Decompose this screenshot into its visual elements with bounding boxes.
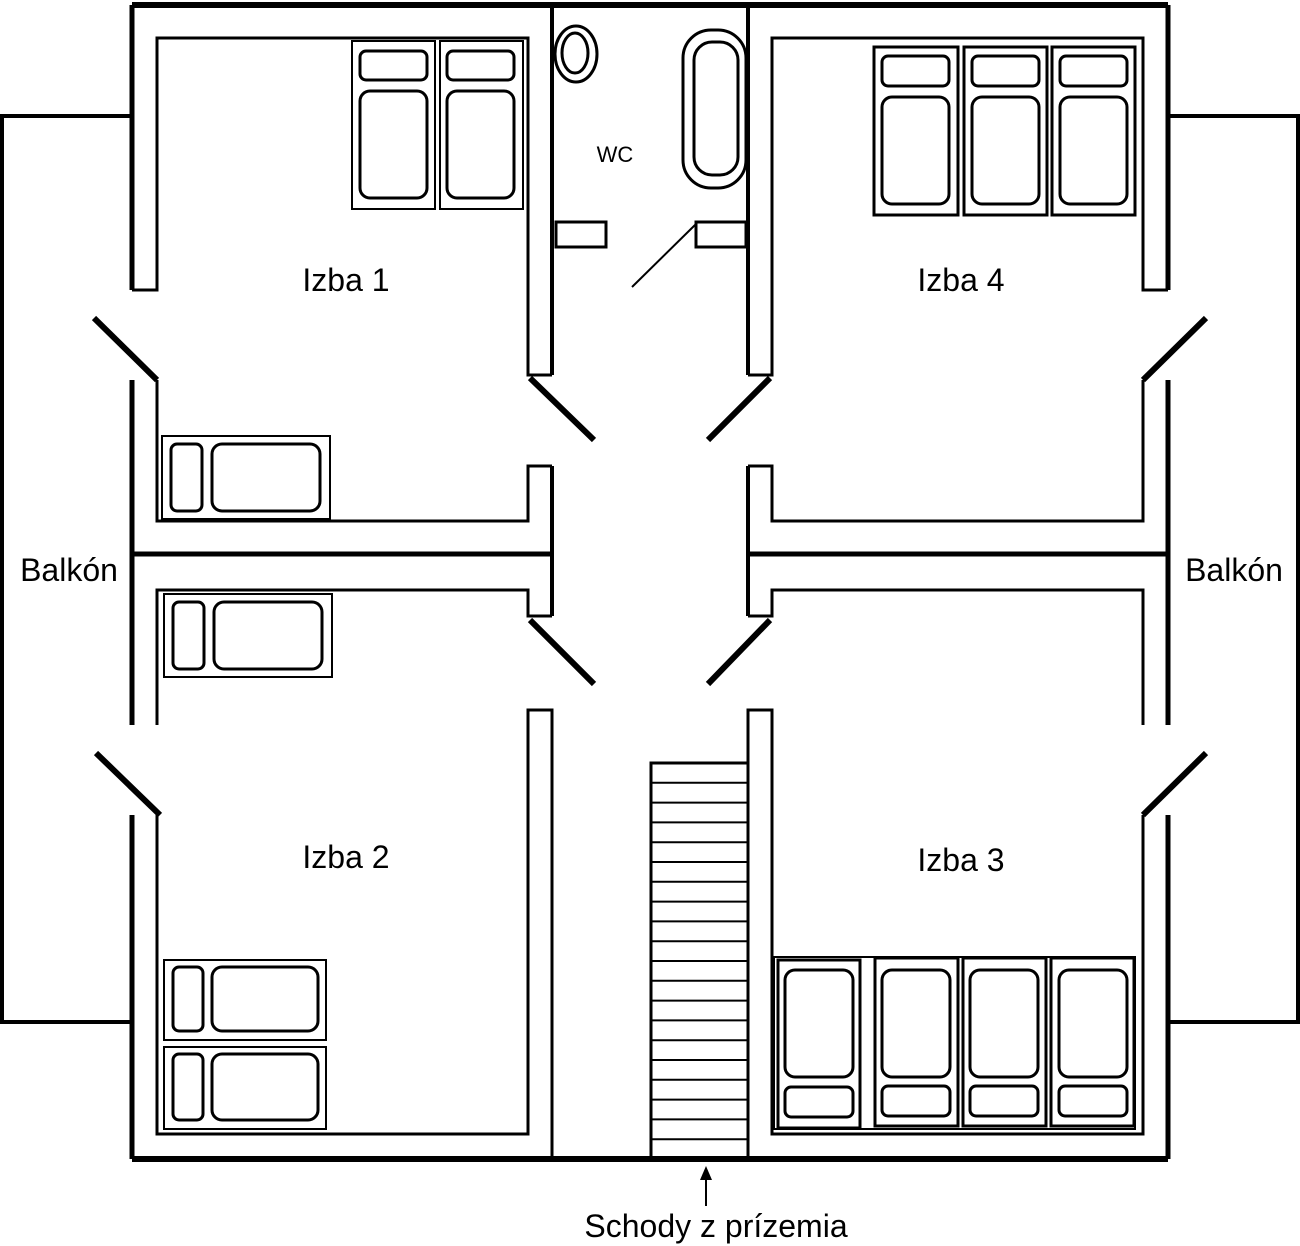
inner-walls <box>132 5 1168 1159</box>
bed <box>163 1046 327 1130</box>
door-izba1 <box>527 375 597 443</box>
door-balcony-izba4 <box>1140 315 1209 383</box>
bed <box>1049 956 1136 1128</box>
wc-room: WC <box>553 24 748 249</box>
beds-izba-2 <box>163 593 333 1130</box>
door-balcony-izba3 <box>1140 750 1209 818</box>
door-izba2 <box>527 617 597 687</box>
door-balcony-izba2 <box>93 750 163 818</box>
door-wc <box>631 223 697 288</box>
room-label-izba-1: Izba 1 <box>302 262 389 298</box>
stairs-label: Schody z prízemia <box>584 1208 847 1244</box>
bed <box>161 435 331 520</box>
bed <box>961 956 1048 1128</box>
balcony-left-outline <box>0 114 132 1024</box>
door-izba3 <box>705 617 773 687</box>
beds-izba-4 <box>872 45 1137 217</box>
bed <box>776 958 862 1130</box>
bed <box>351 40 436 210</box>
stairs <box>649 761 748 1159</box>
arrow-head-icon <box>700 1166 712 1180</box>
balcony-right-outline <box>1168 114 1300 1024</box>
bed <box>163 593 333 678</box>
room-label-izba-2: Izba 2 <box>302 839 389 875</box>
wc-label: WC <box>597 142 634 167</box>
balcony-label-left: Balkón <box>20 552 118 588</box>
door-izba4 <box>705 375 773 443</box>
doors <box>91 223 1209 818</box>
room-label-izba-3: Izba 3 <box>917 842 1004 878</box>
bed <box>1050 45 1137 217</box>
bed <box>439 40 524 210</box>
bed <box>873 956 960 1128</box>
beds-izba-1 <box>161 40 524 520</box>
bed <box>163 959 327 1041</box>
room-label-izba-4: Izba 4 <box>917 262 1004 298</box>
bathtub-icon <box>681 28 748 190</box>
beds-izba-3 <box>773 956 1136 1130</box>
bed <box>962 45 1049 217</box>
bed <box>872 45 960 217</box>
balcony-label-right: Balkón <box>1185 552 1283 588</box>
door-balcony-izba1 <box>91 315 160 383</box>
toilet-icon <box>553 24 599 84</box>
